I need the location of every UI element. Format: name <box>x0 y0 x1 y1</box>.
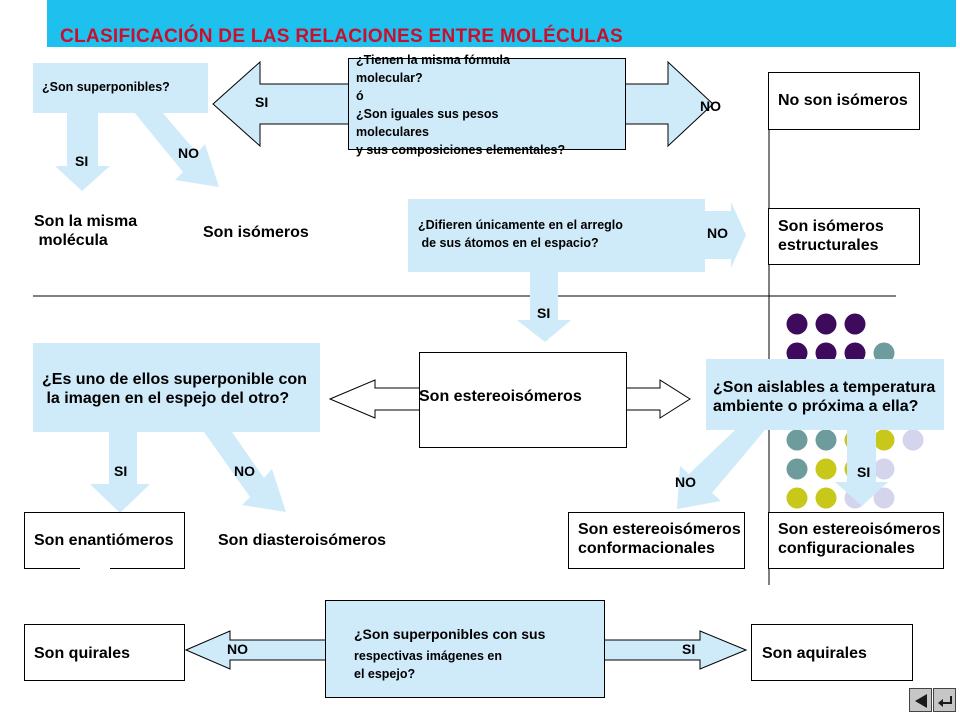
box-enantiomeros <box>24 512 185 569</box>
decorative-dot <box>786 313 808 335</box>
box-aquirales <box>751 624 913 681</box>
result-conformacionales: Son estereoisómeros conformacionales <box>578 521 741 557</box>
decorative-dot <box>873 342 895 364</box>
question-arreglo: ¿Difieren únicamente en el arreglo de su… <box>418 218 623 250</box>
label-si-formula: SI <box>255 94 269 110</box>
arrow-arreglo-si <box>517 272 571 342</box>
arrow-aislables-no <box>677 430 765 509</box>
decorative-dot <box>786 342 808 364</box>
question-quiralidad-line1: ¿Son superponibles con sus <box>354 626 546 642</box>
question-formula: ¿Tienen la misma fórmula molecular? ó ¿S… <box>356 53 566 157</box>
result-diasteroisomeros: Son diasteroisómeros <box>218 532 387 549</box>
box-no-isomeros <box>768 72 920 130</box>
arrow-arreglo-no <box>705 202 746 268</box>
decorative-dot <box>902 429 924 451</box>
label-si-quiralidad: SI <box>682 641 696 657</box>
arrow-aislables-si <box>835 430 888 506</box>
decorative-dot <box>873 429 895 451</box>
decorative-dot <box>786 429 808 451</box>
question-espejo: ¿Es uno de ellos superponible con la ima… <box>42 371 307 407</box>
end-slide-button[interactable] <box>933 688 956 712</box>
box-superponibles <box>33 63 208 113</box>
decorative-dot <box>815 429 837 451</box>
label-no-formula: NO <box>700 98 721 114</box>
label-no-espejo: NO <box>234 463 255 479</box>
question-aislables: ¿Son aislables a temperatura ambiente o … <box>713 379 936 415</box>
title-bar <box>47 0 956 47</box>
page-title: CLASIFICACIÓN DE LAS RELACIONES ENTRE MO… <box>60 26 624 47</box>
question-superponibles: ¿Son superponibles? <box>42 80 170 94</box>
box-quiralidad <box>325 600 605 698</box>
result-aquirales: Son aquirales <box>762 645 867 662</box>
label-no-arreglo: NO <box>707 225 728 241</box>
decorative-dot <box>786 487 808 509</box>
result-enantiomeros: Son enantiómeros <box>34 532 174 549</box>
box-estereoisomeros <box>419 352 627 448</box>
label-no-quiralidad: NO <box>227 641 248 657</box>
result-misma-molecula: Son la misma molécula <box>34 213 138 249</box>
arrow-espejo-si <box>90 432 150 513</box>
box-espejo <box>33 343 320 432</box>
box-enantiomeros-notch <box>80 560 110 572</box>
decorative-dot <box>844 313 866 335</box>
triangle-left-icon <box>915 694 927 708</box>
label-si-aislables: SI <box>857 464 871 480</box>
decorative-dot <box>786 458 808 480</box>
decorative-dot <box>815 487 837 509</box>
label-si-arreglo: SI <box>537 305 551 321</box>
result-estereoisomeros: Son estereoisómeros <box>419 388 582 405</box>
decorative-dot <box>873 487 895 509</box>
label-si-superponibles: SI <box>75 153 89 169</box>
decorative-dot <box>844 342 866 364</box>
result-configuracionales: Son estereoisómeros configuracionales <box>778 521 941 557</box>
box-formula <box>348 58 626 150</box>
box-aislables <box>706 359 944 430</box>
box-isomeros-estructurales <box>768 208 920 265</box>
label-si-espejo: SI <box>114 463 128 479</box>
arrow-superponibles-no <box>134 112 219 187</box>
arrow-espejo-no <box>204 432 286 512</box>
arrow-back-icon <box>938 696 952 707</box>
result-no-isomeros: No son isómeros <box>778 92 908 109</box>
box-quirales <box>24 624 185 681</box>
decorative-dot <box>873 458 895 480</box>
box-configuracionales <box>768 512 944 569</box>
result-isomeros-estructurales: Son isómeros estructurales <box>778 218 884 254</box>
arrow-superponibles-si <box>55 112 110 191</box>
box-conformacionales <box>568 512 745 569</box>
label-no-superponibles: NO <box>178 145 199 161</box>
result-quirales: Son quirales <box>34 645 131 662</box>
question-quiralidad-line2: respectivas imágenes en el espejo? <box>354 649 502 681</box>
label-no-aislables: NO <box>675 474 696 490</box>
box-arreglo <box>408 199 705 272</box>
prev-slide-button[interactable] <box>909 688 932 712</box>
decorative-dot <box>815 313 837 335</box>
result-isomeros: Son isómeros <box>203 224 309 241</box>
decorative-dot <box>815 342 837 364</box>
decorative-dot <box>815 458 837 480</box>
